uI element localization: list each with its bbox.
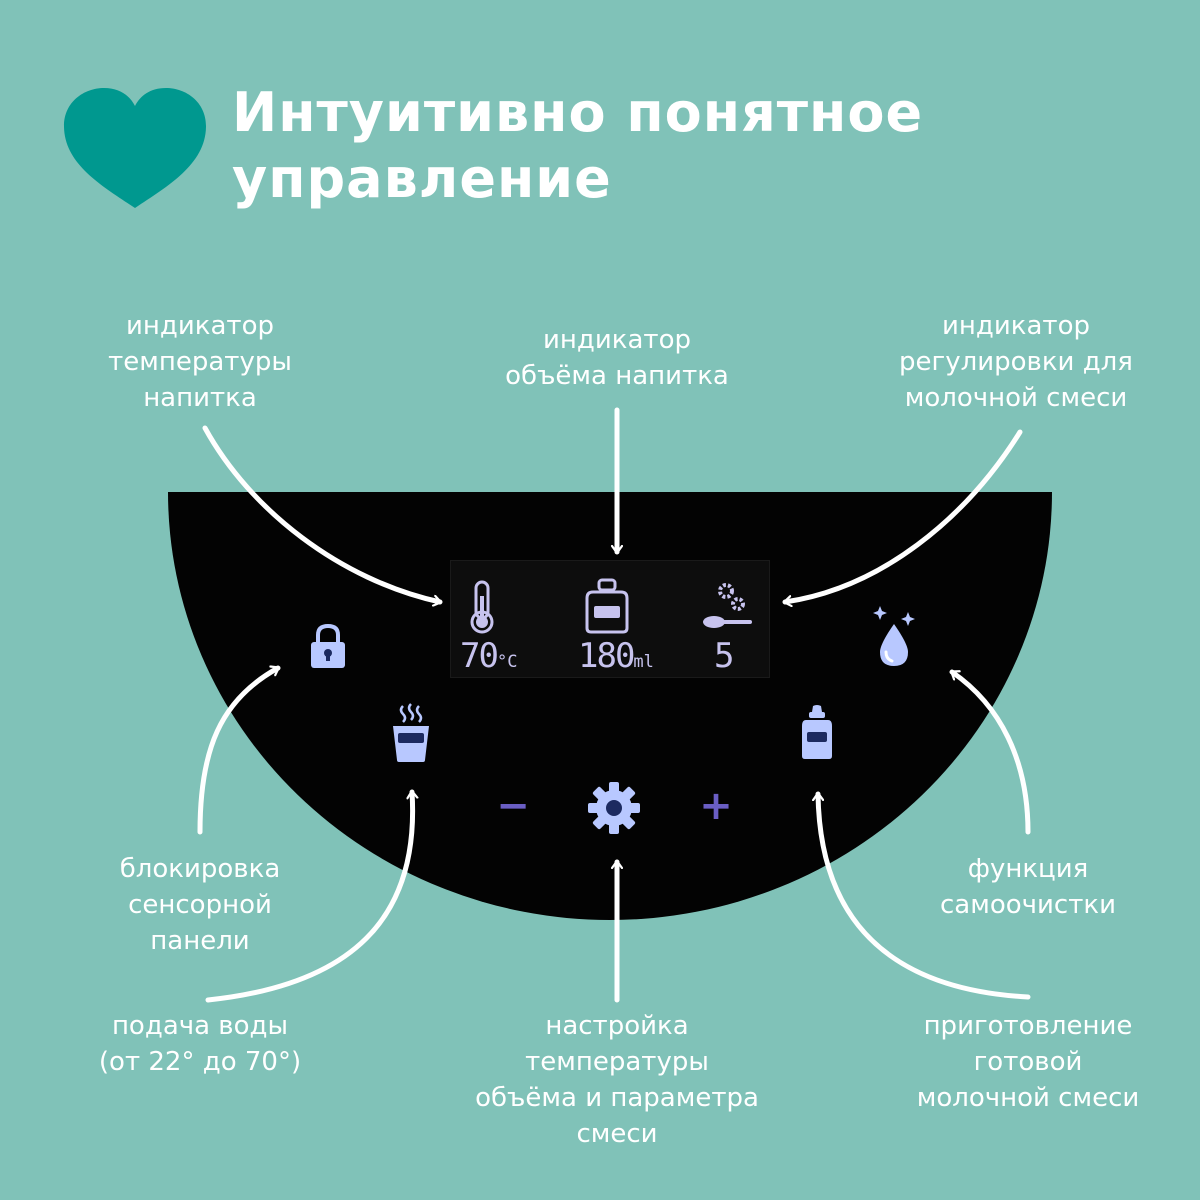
- label-formula-indicator: индикатор регулировки для молочной смеси: [899, 311, 1133, 413]
- plus-button[interactable]: +: [699, 783, 733, 829]
- heart-logo-icon: [64, 88, 206, 208]
- page-title: Интуитивно понятное управление: [232, 80, 1152, 212]
- spoon-gears-icon: [703, 583, 752, 628]
- thermometer-icon: [470, 580, 494, 634]
- volume-unit: ml: [633, 652, 654, 672]
- lock-icon[interactable]: [306, 622, 350, 670]
- drop-sparkle-icon[interactable]: [872, 602, 920, 668]
- volume-readout: 180ml: [578, 638, 654, 680]
- title-line-2: управление: [232, 147, 612, 210]
- temperature-value: 70: [460, 636, 499, 676]
- label-volume-indicator: индикатор объёма напитка: [505, 325, 729, 391]
- volume-value: 180: [578, 636, 635, 676]
- bottle-button-icon[interactable]: [800, 704, 834, 760]
- formula-value: 5: [714, 636, 735, 676]
- gear-icon[interactable]: [586, 780, 642, 836]
- bottle-icon: [585, 578, 629, 634]
- label-formula-preparation: приготовление готовой молочной смеси: [916, 1011, 1140, 1113]
- minus-button[interactable]: −: [496, 783, 530, 829]
- temperature-readout: 70°C: [460, 638, 517, 680]
- label-panel-lock: блокировка сенсорной панели: [119, 854, 281, 956]
- label-self-cleaning: функция самоочистки: [940, 854, 1116, 920]
- label-settings: настройка температуры объёма и параметра…: [475, 1011, 759, 1149]
- label-temperature-indicator: индикатор температуры напитка: [108, 311, 292, 413]
- cup-steam-icon[interactable]: [388, 702, 434, 764]
- label-water-supply: подача воды (от 22° до 70°): [98, 1011, 302, 1077]
- title-line-1: Интуитивно понятное: [232, 81, 924, 144]
- temperature-unit: °C: [496, 652, 518, 672]
- formula-readout: 5: [714, 636, 735, 676]
